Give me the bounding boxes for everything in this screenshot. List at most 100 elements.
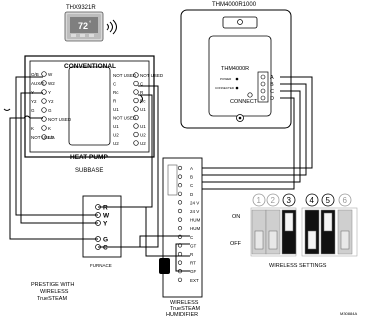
- figure-code: M30884A: [340, 311, 357, 316]
- furnace-terminal-label: Y: [103, 221, 108, 228]
- dip-switch-number-circle: [338, 193, 352, 207]
- module-terminal-label: C: [270, 89, 274, 95]
- subbase-left-label: NOT USED: [31, 135, 55, 140]
- dip-switch-knob[interactable]: [284, 212, 294, 232]
- module-terminal-screw: [260, 74, 266, 80]
- subbase-left-code: L/A: [48, 135, 55, 140]
- subbase-right-label: U2: [140, 141, 146, 146]
- wire-a: [202, 76, 313, 169]
- humidifier-terminal-label: RT: [190, 261, 196, 266]
- furnace-terminal-label: G: [103, 237, 108, 244]
- dip-switch-knob[interactable]: [254, 230, 264, 250]
- dip-on-label: ON: [232, 214, 240, 220]
- thermostat-device: 72 °: [64, 11, 104, 42]
- module-connected-label: CONNECTED: [215, 86, 235, 90]
- dip-switch-knob[interactable]: [323, 212, 333, 232]
- dip-off-label: OFF: [230, 241, 242, 247]
- subbase-right-label: U2: [140, 133, 146, 138]
- subbase-header: CONVENTIONAL: [64, 63, 116, 70]
- furnace-terminal-label: C: [103, 245, 108, 252]
- dip-switch-knob[interactable]: [307, 230, 317, 250]
- subbase-right-screw: [133, 114, 139, 121]
- wire-y: [20, 92, 98, 224]
- subbase-left-screw: [41, 116, 47, 122]
- subbase-right-label: U1: [140, 124, 146, 129]
- humidifier-terminal-label: EXT: [190, 278, 199, 283]
- subbase-right-code: U2: [113, 133, 119, 138]
- wifi-signal-icon: [106, 19, 117, 35]
- thermostat-model-label: THX9321R: [66, 5, 96, 11]
- subbase-left-screw: [41, 134, 47, 140]
- subbase-right-label: C: [140, 82, 144, 87]
- subbase-left-screw: [41, 98, 47, 104]
- furnace-box: [82, 195, 122, 258]
- subbase-right-label: R: [140, 90, 144, 95]
- module-terminal-label: D: [270, 96, 274, 102]
- dip-switch-number-circle: [252, 193, 266, 207]
- wire-w: [15, 76, 98, 216]
- prestige-caption-line2: WIRELESS: [40, 289, 69, 295]
- subbase-right-screw: [133, 89, 139, 95]
- humidifier-terminal-screw: [177, 174, 183, 179]
- subbase-right-label: U1: [140, 107, 146, 112]
- subbase-left-code: G: [48, 108, 52, 113]
- module-connect-button-label[interactable]: CONNECT: [230, 99, 258, 105]
- subbase-right-screw: [133, 80, 139, 87]
- dip-switch-number: 2: [271, 196, 276, 205]
- module-model-face: THM4000R: [221, 66, 249, 72]
- humidifier-terminal-screw: [177, 200, 183, 205]
- humidifier-terminal-label: A: [190, 166, 193, 171]
- thermostat-display-unit: °: [89, 21, 92, 27]
- subbase-right-screw: [133, 140, 139, 146]
- wire-hum-c: [121, 235, 190, 248]
- dip-switch-knob[interactable]: [268, 230, 278, 250]
- subbase-left-label: K: [31, 126, 34, 131]
- dip-switch-number-circle: [282, 193, 296, 207]
- subbase-left-screw: [41, 125, 47, 131]
- subbase-left-code: Y: [48, 90, 51, 95]
- module-terminal-label: B: [270, 82, 274, 88]
- module-model-top: THM4000R1000: [212, 2, 257, 8]
- humidifier-terminal-screw: [177, 217, 183, 222]
- subbase-right-screw: [133, 97, 139, 104]
- subbase-plate: [24, 55, 155, 158]
- dip-switch-number: 5: [326, 196, 331, 205]
- humidifier-caption-line2: TrueSTEAM: [170, 306, 200, 312]
- wire-hum-gt: [175, 243, 190, 272]
- humidifier-terminal-screw: [177, 183, 183, 188]
- subbase-right-screw: [133, 123, 139, 129]
- subbase-left-screw: [41, 89, 47, 95]
- dip-switch-number: 4: [310, 196, 315, 205]
- module-power-label: POWER: [220, 77, 232, 81]
- wiring: [3, 76, 313, 272]
- subbase-left-screw: [41, 71, 47, 77]
- module-terminal-screw: [260, 95, 266, 101]
- subbase-left-code: W: [48, 72, 53, 77]
- humidifier-terminal-label: HUM: [190, 226, 200, 231]
- module-terminal-screw: [260, 88, 266, 94]
- humidifier-caption-line3: HUMIDIFIER: [166, 312, 198, 318]
- subbase-right-screw: [133, 106, 139, 112]
- wire-d: [202, 97, 295, 190]
- subbase-left-label: AUX/E: [31, 81, 45, 86]
- wire-c: [202, 90, 301, 183]
- prestige-caption-line1: PRESTIGE WITH: [31, 282, 74, 288]
- furnace-terminal-label: W: [103, 213, 110, 220]
- humidifier-terminal-label: D: [190, 192, 194, 197]
- module-terminal-housing: [257, 71, 269, 103]
- prestige-caption-line3: TrueSTEAM: [37, 296, 67, 302]
- dip-switch-knob[interactable]: [340, 230, 350, 250]
- subbase-left-code: Y2: [48, 99, 54, 104]
- dip-switch-number: 1: [257, 196, 262, 205]
- humidifier-jumper: [159, 258, 170, 274]
- humidifier-terminal-label: R: [190, 252, 194, 257]
- humidifier-terminal-label: 24 V: [190, 200, 199, 205]
- humidifier-caption-line1: WIRELESS: [170, 300, 199, 306]
- subbase-left-label: O/B: [31, 72, 39, 77]
- subbase-right-screw: [133, 131, 139, 138]
- subbase-right-label: NOT USED: [140, 73, 164, 78]
- wire-b: [202, 83, 307, 176]
